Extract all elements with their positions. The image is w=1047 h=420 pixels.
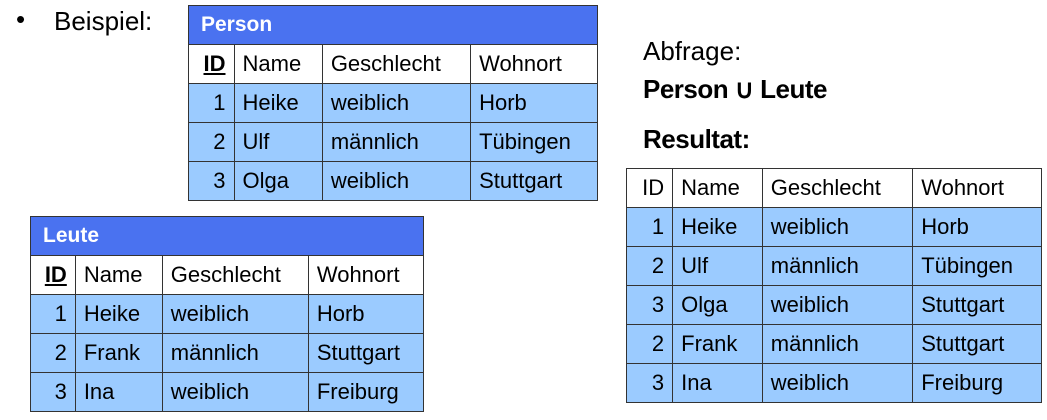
header-id: ID	[188, 44, 235, 84]
leute-table: Leute ID Name Geschlecht Wohnort 1 Heike…	[30, 216, 425, 412]
query-expression: Person ∪ Leute	[643, 74, 827, 104]
header-name: Name	[74, 255, 163, 295]
table-row: 1 Heike weiblich Horb	[188, 83, 598, 123]
cell-id: 3	[188, 161, 235, 201]
cell-id: 3	[625, 363, 674, 403]
cell-wohnort: Horb	[307, 294, 425, 334]
cell-wohnort: Stuttgart	[912, 285, 1042, 325]
header-name: Name	[672, 168, 763, 208]
leute-caption: Leute	[30, 216, 424, 256]
cell-wohnort: Tübingen	[470, 122, 598, 162]
cell-name: Olga	[672, 285, 763, 325]
header-wohnort: Wohnort	[470, 44, 598, 84]
cell-geschlecht: weiblich	[321, 83, 472, 123]
cell-id: 1	[30, 294, 76, 334]
cell-wohnort: Tübingen	[912, 246, 1042, 286]
header-id: ID	[30, 255, 76, 295]
cell-id: 1	[188, 83, 235, 123]
table-row: 2 Frank männlich Stuttgart	[625, 324, 1042, 364]
cell-wohnort: Horb	[912, 207, 1042, 247]
cell-name: Frank	[74, 333, 163, 373]
cell-wohnort: Stuttgart	[470, 161, 598, 201]
abfrage-label: Abfrage:	[643, 36, 742, 66]
cell-name: Olga	[233, 161, 323, 201]
table-row: 3 Ina weiblich Freiburg	[625, 363, 1042, 403]
table-row: 2 Ulf männlich Tübingen	[625, 246, 1042, 286]
result-table: ID Name Geschlecht Wohnort 1 Heike weibl…	[625, 168, 1042, 403]
cell-geschlecht: weiblich	[761, 285, 914, 325]
cell-wohnort: Stuttgart	[912, 324, 1042, 364]
cell-wohnort: Freiburg	[912, 363, 1042, 403]
cell-id: 2	[188, 122, 235, 162]
cell-geschlecht: männlich	[161, 333, 309, 373]
person-table: Person ID Name Geschlecht Wohnort 1 Heik…	[188, 5, 598, 201]
cell-geschlecht: weiblich	[761, 207, 914, 247]
cell-id: 2	[625, 246, 674, 286]
beispiel-label: Beispiel:	[54, 6, 153, 36]
cell-name: Ulf	[672, 246, 763, 286]
cell-id: 3	[30, 372, 76, 412]
cell-geschlecht: männlich	[321, 122, 472, 162]
header-id: ID	[625, 168, 674, 208]
table-row: 1 Heike weiblich Horb	[30, 294, 425, 334]
cell-id: 2	[30, 333, 76, 373]
table-row: 1 Heike weiblich Horb	[625, 207, 1042, 247]
cell-geschlecht: weiblich	[161, 294, 309, 334]
header-wohnort: Wohnort	[912, 168, 1042, 208]
cell-name: Heike	[233, 83, 323, 123]
person-caption: Person	[188, 5, 598, 45]
header-geschlecht: Geschlecht	[321, 44, 472, 84]
cell-name: Ulf	[233, 122, 323, 162]
table-row: 3 Ina weiblich Freiburg	[30, 372, 425, 412]
header-geschlecht: Geschlecht	[761, 168, 914, 208]
header-geschlecht: Geschlecht	[161, 255, 309, 295]
cell-id: 3	[625, 285, 674, 325]
cell-geschlecht: männlich	[761, 324, 914, 364]
resultat-label: Resultat:	[643, 124, 750, 154]
header-name: Name	[233, 44, 323, 84]
header-wohnort: Wohnort	[307, 255, 425, 295]
cell-wohnort: Freiburg	[307, 372, 425, 412]
cell-geschlecht: weiblich	[161, 372, 309, 412]
table-row: 3 Olga weiblich Stuttgart	[188, 161, 598, 201]
cell-name: Heike	[74, 294, 163, 334]
cell-name: Frank	[672, 324, 763, 364]
cell-wohnort: Stuttgart	[307, 333, 425, 373]
cell-geschlecht: weiblich	[321, 161, 472, 201]
cell-id: 1	[625, 207, 674, 247]
cell-id: 2	[625, 324, 674, 364]
cell-geschlecht: männlich	[761, 246, 914, 286]
table-row: 2 Frank männlich Stuttgart	[30, 333, 425, 373]
cell-name: Ina	[672, 363, 763, 403]
cell-name: Ina	[74, 372, 163, 412]
cell-geschlecht: weiblich	[761, 363, 914, 403]
table-row: 2 Ulf männlich Tübingen	[188, 122, 598, 162]
cell-wohnort: Horb	[470, 83, 598, 123]
table-row: 3 Olga weiblich Stuttgart	[625, 285, 1042, 325]
cell-name: Heike	[672, 207, 763, 247]
bullet: •	[16, 4, 26, 34]
